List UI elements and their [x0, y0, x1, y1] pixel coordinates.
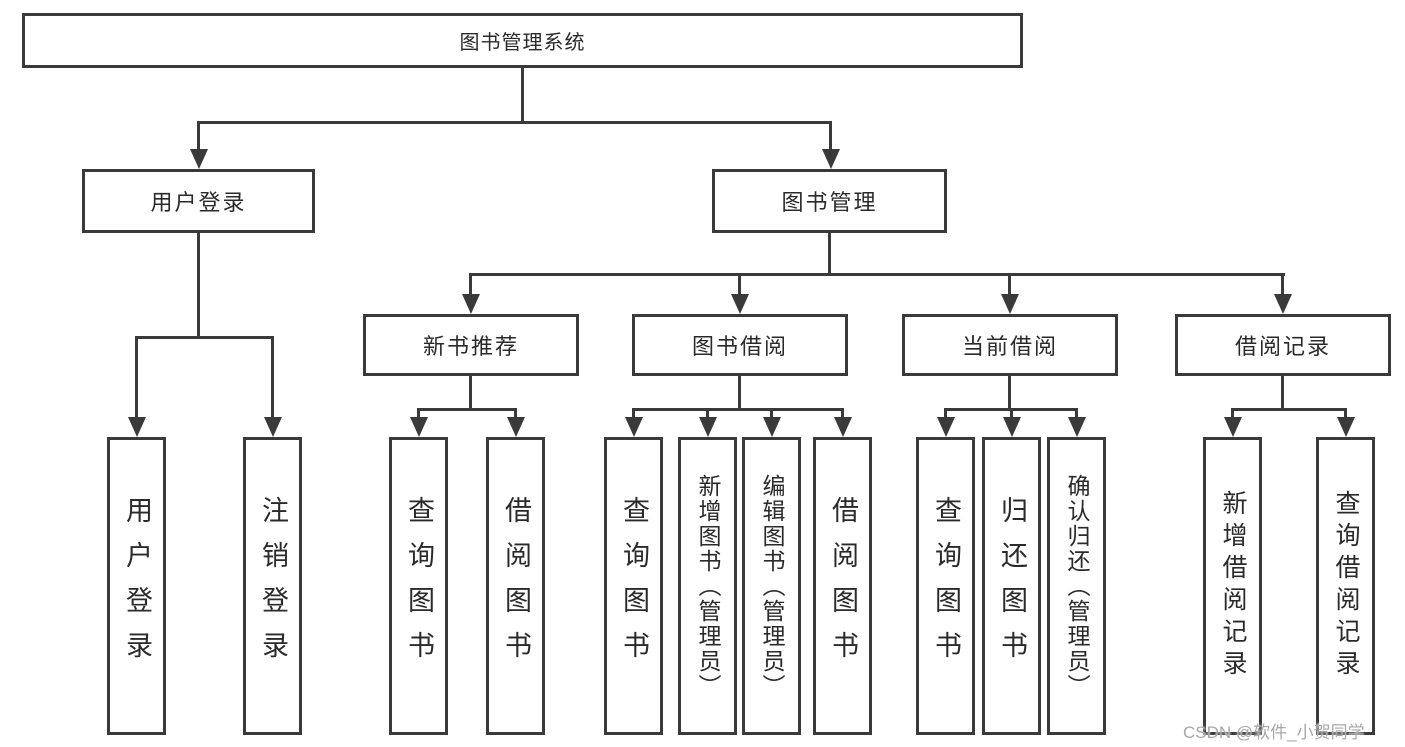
leaf-query-books-current: 查询图书 — [916, 437, 975, 735]
connector-line — [841, 408, 844, 420]
arrow-down-icon — [731, 294, 749, 314]
node-label: 借阅记录 — [1234, 334, 1331, 359]
leaf-borrow-books-recommend: 借阅图书 — [486, 437, 545, 735]
node-label: 新增图书（管理员） — [695, 473, 721, 699]
leaf-add-book-admin: 新增图书（管理员） — [678, 437, 737, 735]
connector-line — [469, 376, 472, 408]
connector-line — [521, 68, 524, 121]
arrow-down-icon — [1068, 417, 1086, 437]
arrow-down-icon — [937, 417, 955, 437]
arrow-down-icon — [1337, 417, 1355, 437]
connector-line — [135, 336, 274, 339]
node-book-management: 图书管理 — [712, 169, 947, 233]
node-label: 新书推荐 — [422, 334, 519, 359]
arrow-down-icon — [1003, 417, 1021, 437]
connector-line — [197, 121, 200, 155]
node-user-login: 用户登录 — [82, 169, 315, 233]
node-book-borrowing: 图书借阅 — [632, 314, 848, 376]
connector-line — [514, 408, 517, 420]
leaf-borrow-books-borrowing: 借阅图书 — [813, 437, 872, 735]
node-current-borrowing: 当前借阅 — [902, 314, 1118, 376]
connector-line — [738, 273, 741, 298]
connector-line — [1008, 273, 1011, 298]
leaf-add-borrow-record: 新增借阅记录 — [1203, 437, 1262, 735]
node-label: 确认归还（管理员） — [1064, 473, 1090, 699]
connector-line — [1008, 376, 1011, 408]
connector-line — [770, 408, 773, 420]
connector-line — [1010, 408, 1013, 420]
node-label: 查询图书 — [404, 496, 434, 676]
connector-line — [1231, 408, 1234, 420]
connector-line — [469, 273, 1285, 276]
connector-line — [271, 336, 274, 421]
leaf-confirm-return-admin: 确认归还（管理员） — [1047, 437, 1106, 735]
connector-line — [1075, 408, 1078, 420]
connector-line — [738, 376, 741, 408]
csdn-watermark: CSDN @软件_小贺同学 — [1183, 723, 1365, 742]
node-label: 新增借阅记录 — [1219, 490, 1247, 682]
arrow-down-icon — [1224, 417, 1242, 437]
arrow-down-icon — [834, 417, 852, 437]
arrow-down-icon — [264, 417, 282, 437]
arrow-down-icon — [699, 417, 717, 437]
leaf-edit-book-admin: 编辑图书（管理员） — [742, 437, 801, 735]
connector-line — [197, 121, 832, 124]
node-new-book-recommendation: 新书推荐 — [363, 314, 579, 376]
arrow-down-icon — [190, 149, 208, 169]
node-label: 查询借阅记录 — [1332, 490, 1360, 682]
connector-line — [1344, 408, 1347, 420]
node-label: 编辑图书（管理员） — [759, 473, 785, 699]
leaf-user-login: 用户登录 — [107, 437, 166, 735]
connector-line — [469, 273, 472, 298]
arrow-down-icon — [507, 417, 525, 437]
leaf-logout: 注销登录 — [243, 437, 302, 735]
node-label: 图书管理系统 — [459, 32, 586, 54]
leaf-query-books-borrowing: 查询图书 — [604, 437, 663, 735]
node-label: 用户登录 — [122, 496, 152, 676]
connector-line — [417, 408, 420, 420]
arrow-down-icon — [625, 417, 643, 437]
node-label: 图书管理 — [781, 190, 878, 215]
connector-line — [1281, 273, 1284, 298]
arrow-down-icon — [1274, 294, 1292, 314]
connector-line — [1231, 408, 1347, 411]
arrow-down-icon — [410, 417, 428, 437]
arrow-down-icon — [763, 417, 781, 437]
leaf-return-books: 归还图书 — [982, 437, 1041, 735]
leaf-query-borrow-record: 查询借阅记录 — [1316, 437, 1375, 735]
connector-line — [1281, 376, 1284, 408]
arrow-down-icon — [128, 417, 146, 437]
connector-line — [632, 408, 635, 420]
arrow-down-icon — [822, 149, 840, 169]
node-library-management-system: 图书管理系统 — [22, 13, 1023, 68]
connector-line — [135, 336, 138, 421]
node-label: 用户登录 — [150, 190, 247, 215]
connector-line — [197, 233, 200, 336]
connector-line — [706, 408, 709, 420]
arrow-down-icon — [462, 294, 480, 314]
node-label: 借阅图书 — [501, 496, 531, 676]
node-label: 查询图书 — [619, 496, 649, 676]
connector-line — [828, 233, 831, 273]
node-label: 归还图书 — [997, 496, 1027, 676]
node-label: 图书借阅 — [691, 334, 788, 359]
leaf-query-books-recommend: 查询图书 — [389, 437, 448, 735]
node-label: 当前借阅 — [961, 334, 1058, 359]
connector-line — [829, 121, 832, 155]
connector-line — [417, 408, 517, 411]
connector-line — [632, 408, 844, 411]
arrow-down-icon — [1001, 294, 1019, 314]
node-label: 借阅图书 — [828, 496, 858, 676]
node-label: 注销登录 — [258, 496, 288, 676]
node-label: 查询图书 — [931, 496, 961, 676]
node-borrowing-records: 借阅记录 — [1175, 314, 1391, 376]
connector-line — [944, 408, 947, 420]
